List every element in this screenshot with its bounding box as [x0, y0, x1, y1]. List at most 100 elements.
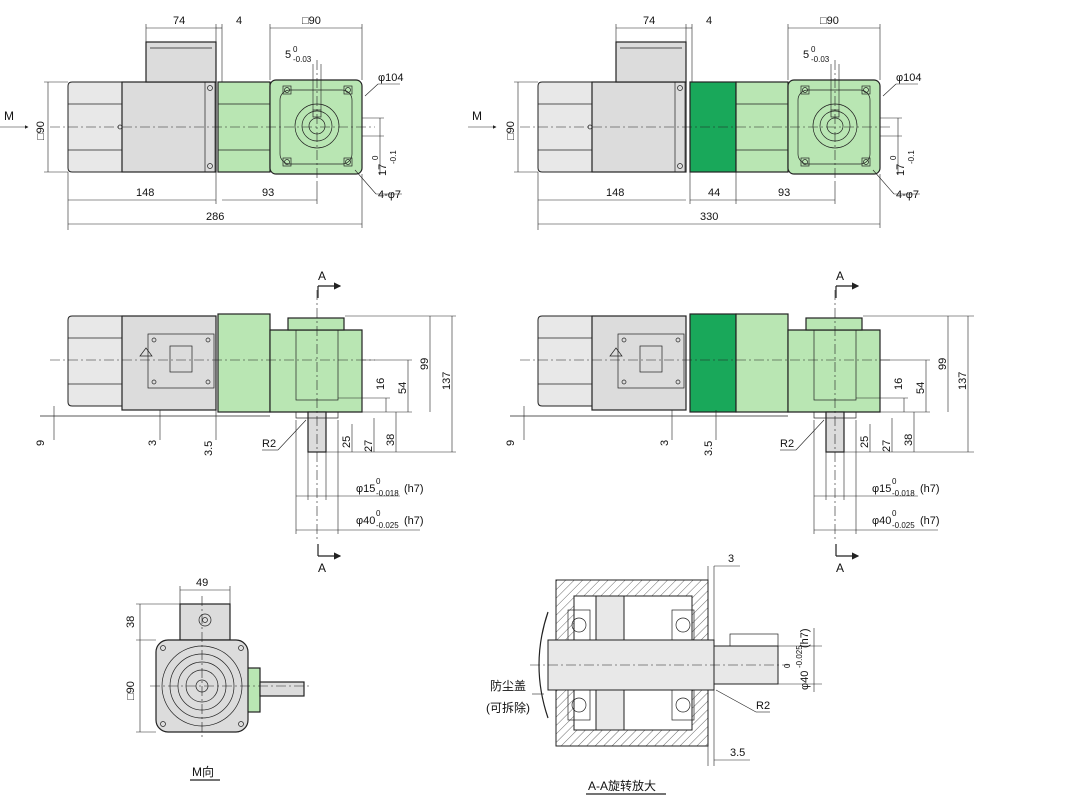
- spacer-module: [689, 81, 737, 173]
- dim-phi104: φ104: [378, 72, 404, 84]
- m-view-caption: M向: [192, 764, 214, 779]
- svg-text:0: 0: [892, 509, 897, 518]
- dim-17-r: 17: [895, 164, 907, 176]
- dim-27: 27: [363, 440, 375, 452]
- dim-phi15-r: φ15: [872, 483, 891, 495]
- dim-74-r: 74: [643, 15, 655, 27]
- dim-9: 9: [35, 440, 47, 446]
- view-arrow-M: M: [4, 109, 14, 123]
- terminal-box: [145, 41, 217, 83]
- dim-38: 38: [385, 434, 397, 446]
- dim-sq90-r: □90: [820, 15, 839, 27]
- dim-137: 137: [441, 372, 453, 390]
- dim-93-r: 93: [778, 187, 790, 199]
- svg-text:(h7): (h7): [920, 515, 940, 527]
- middle-left-view: A A 16 54 99 137 25 27 38 9 3 3.5 R2: [35, 269, 456, 575]
- dim-4-r: 4: [706, 15, 712, 27]
- svg-text:0: 0: [371, 155, 380, 160]
- section-A-top: A: [318, 269, 326, 283]
- dim-R2-r: R2: [780, 438, 794, 450]
- dim-phi15: φ15: [356, 483, 375, 495]
- svg-text:0: 0: [376, 477, 381, 486]
- svg-text:0: 0: [376, 509, 381, 518]
- svg-text:-0.025: -0.025: [376, 521, 399, 530]
- dim-3-5: 3.5: [203, 441, 215, 456]
- dim-phi40: φ40: [356, 515, 375, 527]
- dim-phi104-r: φ104: [896, 72, 922, 84]
- svg-text:(h7): (h7): [404, 483, 424, 495]
- dim-99: 99: [419, 358, 431, 370]
- svg-text:0: 0: [892, 477, 897, 486]
- dim-3: 3: [147, 440, 159, 446]
- section-a-a-view: 3 φ40 0 -0.025 (h7) R2 3.5 防尘盖 (可拆除) A-A…: [486, 553, 822, 795]
- dim-330-r: 330: [700, 211, 718, 223]
- dim-phi40-r: φ40: [872, 515, 891, 527]
- dim-key: 5: [285, 49, 291, 61]
- dim-phi40-section: φ40: [799, 671, 811, 690]
- svg-text:(h7): (h7): [799, 628, 811, 648]
- middle-right-view: A A 16 54 99 137 25 27 38 9 3 3.5 R2 φ: [505, 269, 974, 575]
- dim-3-section: 3: [728, 553, 734, 565]
- dim-4phi7: 4-φ7: [378, 189, 401, 201]
- dim-25-r: 25: [859, 436, 871, 448]
- svg-text:-0.018: -0.018: [892, 489, 915, 498]
- svg-text:-0.025: -0.025: [795, 645, 804, 668]
- dim-16: 16: [375, 378, 387, 390]
- section-A-top-r: A: [836, 269, 844, 283]
- dim-54-r: 54: [915, 382, 927, 394]
- svg-text:(h7): (h7): [404, 515, 424, 527]
- dim-148: 148: [136, 187, 154, 199]
- svg-text:-0.03: -0.03: [811, 55, 830, 64]
- dim-key-r: 5: [803, 49, 809, 61]
- dim-286: 286: [206, 211, 224, 223]
- top-left-view: 74 4 □90 5 0 -0.03 φ104 M □90 17 0 -0.1 …: [0, 15, 404, 230]
- svg-text:-0.03: -0.03: [293, 55, 312, 64]
- section-A-bottom-r: A: [836, 561, 844, 575]
- dim-74: 74: [173, 15, 185, 27]
- svg-text:0: 0: [293, 45, 298, 54]
- dim-sq90: □90: [302, 15, 321, 27]
- top-right-view: 74 4 □90 5 0 -0.03 φ104 M □90 17 0 -0.1 …: [468, 15, 922, 230]
- dim-3-r: 3: [659, 440, 671, 446]
- dim-R2: R2: [262, 438, 276, 450]
- dim-44-r: 44: [708, 187, 720, 199]
- dim-16-r: 16: [893, 378, 905, 390]
- section-caption: A-A旋转放大: [588, 778, 656, 793]
- dim-137-r: 137: [957, 372, 969, 390]
- dim-4phi7-r: 4-φ7: [896, 189, 919, 201]
- svg-text:0: 0: [811, 45, 816, 54]
- dim-148-r: 148: [606, 187, 624, 199]
- dim-R2-section: R2: [756, 700, 770, 712]
- svg-text:-0.025: -0.025: [892, 521, 915, 530]
- dim-25: 25: [341, 436, 353, 448]
- dim-99-r: 99: [937, 358, 949, 370]
- svg-text:0: 0: [889, 155, 898, 160]
- label-removable: (可拆除): [486, 700, 530, 715]
- terminal-box-end: [179, 603, 231, 641]
- dim-38-m: 38: [125, 616, 137, 628]
- section-A-bottom: A: [318, 561, 326, 575]
- dim-3-5-r: 3.5: [703, 441, 715, 456]
- dim-93: 93: [262, 187, 274, 199]
- m-direction-view: 49 38 □90 M向: [125, 577, 312, 781]
- dim-17: 17: [377, 164, 389, 176]
- dim-49: 49: [196, 577, 208, 589]
- view-arrow-M-r: M: [472, 109, 482, 123]
- dim-sq90-side-r: □90: [505, 121, 517, 140]
- svg-text:0: 0: [783, 663, 792, 668]
- dim-sq90-m: □90: [125, 681, 137, 700]
- svg-text:-0.018: -0.018: [376, 489, 399, 498]
- dim-3-5-section: 3.5: [730, 747, 745, 759]
- dim-54: 54: [397, 382, 409, 394]
- dim-sq90-side: □90: [35, 121, 47, 140]
- label-dust-cover: 防尘盖: [490, 678, 526, 693]
- dim-9-r: 9: [505, 440, 517, 446]
- nameplate-icon: [169, 345, 193, 373]
- dim-38-r: 38: [903, 434, 915, 446]
- dim-4: 4: [236, 15, 242, 27]
- dim-27-r: 27: [881, 440, 893, 452]
- svg-text:-0.1: -0.1: [907, 150, 916, 164]
- svg-text:(h7): (h7): [920, 483, 940, 495]
- svg-text:-0.1: -0.1: [389, 150, 398, 164]
